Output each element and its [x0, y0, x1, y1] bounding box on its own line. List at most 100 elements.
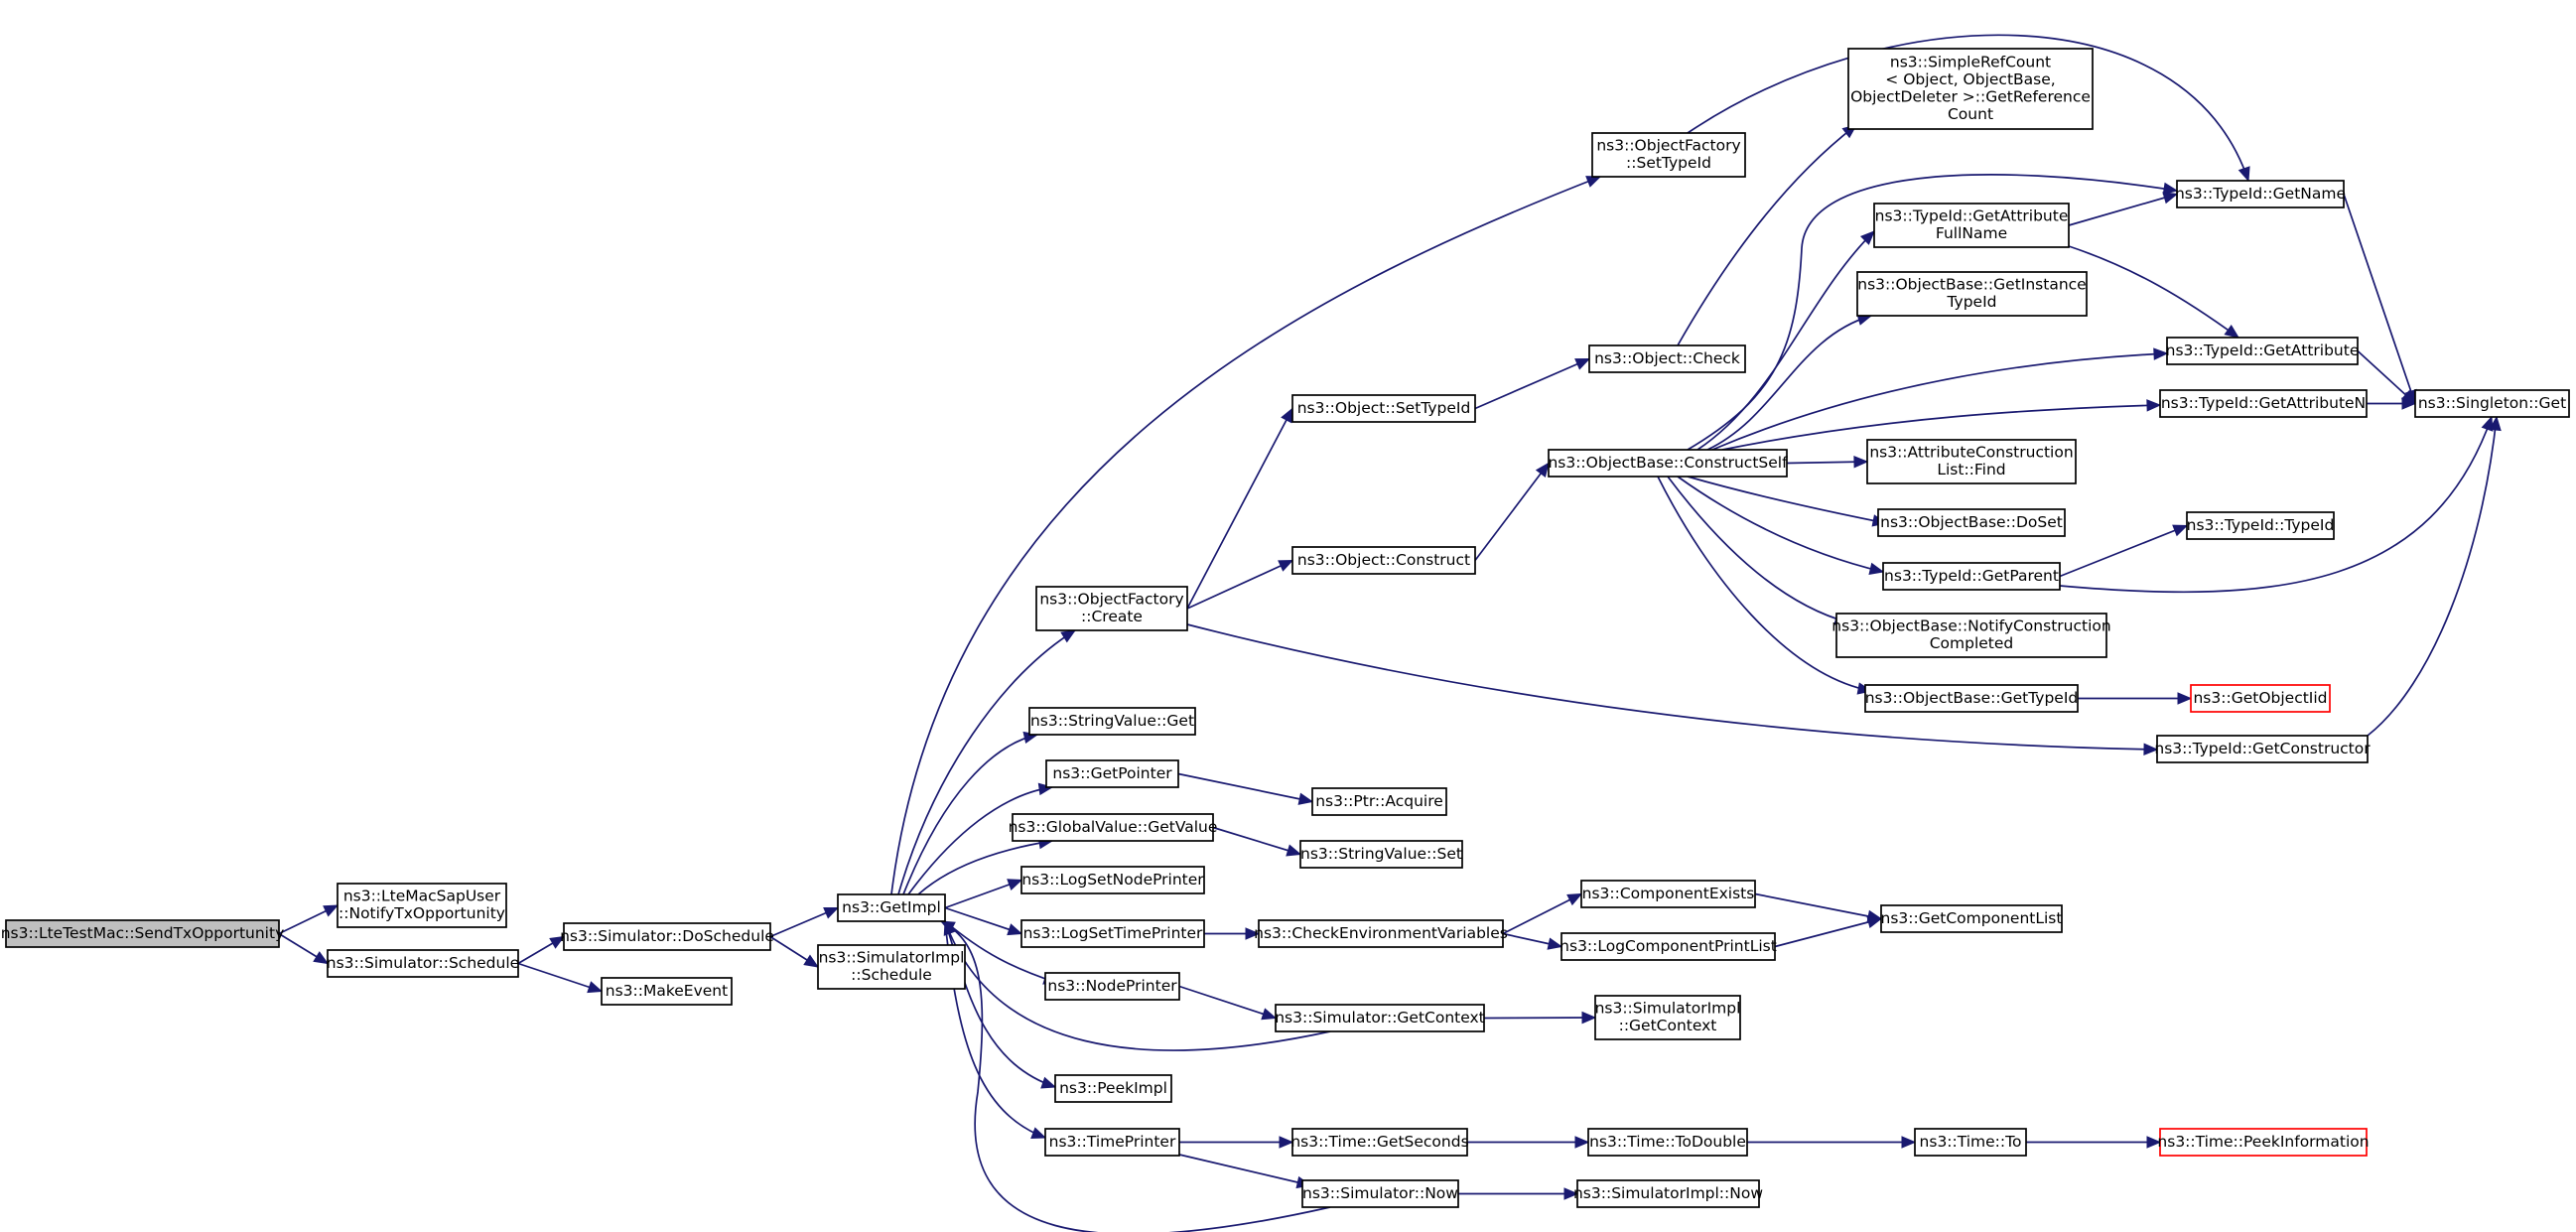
node-box: [1044, 972, 1180, 1001]
node-singleton_get[interactable]: ns3::Singleton::Get: [2414, 389, 2570, 418]
node-timeprinter[interactable]: ns3::TimePrinter: [1044, 1128, 1180, 1157]
node-label: ns3::ObjectFactory: [1039, 591, 1183, 609]
node-schedule[interactable]: ns3::Simulator::Schedule: [327, 949, 519, 978]
node-getpointer[interactable]: ns3::GetPointer: [1045, 759, 1179, 788]
edge-timeprinter-to-time_getseconds-arrowhead: [1279, 1136, 1294, 1149]
edge-of_settypeid-to-typeid_getname-arrowhead: [2237, 166, 2250, 183]
node-box: [837, 893, 946, 922]
node-simimpl_now[interactable]: ns3::SimulatorImpl::Now: [1573, 1179, 1763, 1208]
node-time_to[interactable]: ns3::Time::To: [1914, 1128, 2027, 1157]
node-getobjectiid[interactable]: ns3::GetObjectIid: [2190, 684, 2331, 713]
node-time_getseconds[interactable]: ns3::Time::GetSeconds: [1290, 1128, 1469, 1157]
node-label: ns3::AttributeConstruction: [1869, 444, 2073, 462]
node-typeid_getattribute[interactable]: ns3::TypeId::GetAttribute: [2166, 337, 2360, 365]
edge-object_construct-to-ob_constructself: [1474, 462, 1550, 562]
node-label: ns3::Simulator::Now: [1302, 1184, 1458, 1202]
node-getcomponentlist[interactable]: ns3::GetComponentList: [1880, 904, 2063, 933]
node-box: [1045, 759, 1179, 788]
node-box: [1035, 586, 1188, 631]
edge-of_create-to-object_construct: [1186, 559, 1293, 610]
edge-getimpl-to-of_settypeid-arrowhead: [1585, 176, 1602, 188]
node-getimpl[interactable]: ns3::GetImpl: [837, 893, 946, 922]
node-typeid_getconstructor[interactable]: ns3::TypeId::GetConstructor: [2154, 735, 2371, 763]
node-label: List::Find: [1937, 461, 2005, 479]
node-object_settypeid[interactable]: ns3::Object::SetTypeId: [1291, 394, 1476, 423]
node-label: ns3::Time::PeekInformation: [2157, 1133, 2369, 1151]
node-box: [1311, 787, 1447, 816]
node-simplerefcount[interactable]: ns3::SimpleRefCount< Object, ObjectBase,…: [1847, 48, 2094, 130]
node-typeid_getattributen[interactable]: ns3::TypeId::GetAttributeN: [2159, 389, 2368, 418]
node-label: ns3::ObjectBase::GetInstance: [1857, 276, 2086, 294]
node-checkenv[interactable]: ns3::CheckEnvironmentVariables: [1254, 919, 1508, 948]
node-time_peekinformation[interactable]: ns3::Time::PeekInformation: [2157, 1128, 2370, 1157]
edge-typeid_getattributen-to-singleton_get-arrowhead: [2401, 397, 2417, 410]
node-ob_notifyconstruction[interactable]: ns3::ObjectBase::NotifyConstructionCompl…: [1831, 613, 2111, 658]
node-box: [1864, 684, 2079, 713]
node-nodeprinter[interactable]: ns3::NodePrinter: [1044, 972, 1180, 1001]
node-stringvalue_set[interactable]: ns3::StringValue::Set: [1299, 840, 1463, 869]
node-box: [2190, 684, 2331, 713]
edge-object_settypeid-to-object_check-arrowhead: [1574, 357, 1591, 370]
edge-logcomponentprintlist-to-getcomponentlist: [1774, 917, 1882, 948]
node-sim_getcontext[interactable]: ns3::Simulator::GetContext: [1275, 1004, 1485, 1032]
edge-getimpl-to-logsettimeprinter-arrowhead: [1007, 923, 1023, 936]
node-ob_constructself[interactable]: ns3::ObjectBase::ConstructSelf: [1548, 449, 1788, 478]
node-ob_doset[interactable]: ns3::ObjectBase::DoSet: [1877, 508, 2066, 537]
edge-ob_constructself-to-typeid_getattributen: [1721, 404, 2161, 451]
node-logsettimeprinter[interactable]: ns3::LogSetTimePrinter: [1020, 919, 1205, 948]
node-label: ns3::Simulator::DoSchedule: [560, 927, 774, 945]
node-stringvalue_get[interactable]: ns3::StringValue::Get: [1028, 707, 1196, 736]
node-label: ::NotifyTxOpportunity: [339, 904, 505, 922]
node-globalvalue_getvalue[interactable]: ns3::GlobalValue::GetValue: [1009, 813, 1218, 842]
node-label: ns3::Simulator::Schedule: [327, 954, 519, 972]
edge-sim_getcontext-to-simimpl_getcontext: [1483, 1017, 1596, 1020]
edge-ob_constructself-to-ob_gettypeid: [1657, 476, 1872, 692]
edge-time_todouble-to-time_to-arrowhead: [1901, 1136, 1917, 1149]
edge-schedule-to-makeevent-arrowhead: [587, 981, 604, 994]
node-object_construct[interactable]: ns3::Object::Construct: [1291, 546, 1476, 575]
node-componentexists[interactable]: ns3::ComponentExists: [1580, 880, 1756, 908]
node-doschedule[interactable]: ns3::Simulator::DoSchedule: [560, 922, 774, 951]
edges-layer: [278, 34, 2502, 1232]
node-box: [2414, 389, 2570, 418]
edge-ob_constructself-to-typeid_getattributefullname: [1696, 230, 1875, 451]
node-box: [1560, 932, 1776, 961]
edge-of_create-to-typeid_getconstructor-arrowhead: [2143, 743, 2159, 756]
edge-of_create-to-object_settypeid: [1186, 408, 1293, 610]
edge-doschedule-to-simimpl_schedule-arrowhead: [803, 954, 820, 968]
edge-ob_gettypeid-to-getobjectiid-arrowhead: [2177, 692, 2193, 705]
node-box: [1301, 1179, 1459, 1208]
node-box: [1588, 344, 1746, 373]
node-typeid_getparent[interactable]: ns3::TypeId::GetParent: [1882, 562, 2061, 591]
node-label: Count: [1948, 105, 1993, 123]
node-label: ns3::TimePrinter: [1049, 1133, 1176, 1151]
node-simimpl_getcontext[interactable]: ns3::SimulatorImpl::GetContext: [1594, 995, 1741, 1040]
node-label: FullName: [1936, 224, 2007, 242]
node-of_create[interactable]: ns3::ObjectFactory::Create: [1035, 586, 1188, 631]
node-makeevent[interactable]: ns3::MakeEvent: [601, 977, 733, 1006]
node-box: [2159, 1128, 2368, 1157]
node-logsetnodeprinter[interactable]: ns3::LogSetNodePrinter: [1020, 866, 1205, 894]
node-simimpl_schedule[interactable]: ns3::SimulatorImpl::Schedule: [817, 944, 966, 990]
node-peekimpl[interactable]: ns3::PeekImpl: [1054, 1074, 1172, 1103]
node-sim_now[interactable]: ns3::Simulator::Now: [1301, 1179, 1459, 1208]
node-of_settypeid[interactable]: ns3::ObjectFactory::SetTypeId: [1591, 132, 1746, 178]
node-ob_gettypeid[interactable]: ns3::ObjectBase::GetTypeId: [1864, 684, 2079, 713]
edge-ob_constructself-to-typeid_getattribute-arrowhead: [2153, 347, 2169, 360]
edge-of_settypeid-to-typeid_getname: [1687, 34, 2249, 182]
node-label: ns3::LteMacSapUser: [343, 888, 501, 905]
node-time_todouble[interactable]: ns3::Time::ToDouble: [1587, 1128, 1748, 1157]
node-notifytx[interactable]: ns3::LteMacSapUser::NotifyTxOpportunity: [337, 883, 507, 928]
node-box: [1020, 919, 1205, 948]
node-logcomponentprintlist[interactable]: ns3::LogComponentPrintList: [1559, 932, 1777, 961]
node-sendtx[interactable]: ns3::LteTestMac::SendTxOpportunity: [1, 919, 285, 948]
edge-ob_constructself-to-attrconstruction_find-arrowhead: [1853, 455, 1869, 469]
node-object_check[interactable]: ns3::Object::Check: [1588, 344, 1746, 373]
node-ptr_acquire[interactable]: ns3::Ptr::Acquire: [1311, 787, 1447, 816]
node-box: [1580, 880, 1756, 908]
node-typeid_typeid[interactable]: ns3::TypeId::TypeId: [2186, 511, 2335, 540]
node-typeid_getname[interactable]: ns3::TypeId::GetName: [2175, 180, 2346, 208]
